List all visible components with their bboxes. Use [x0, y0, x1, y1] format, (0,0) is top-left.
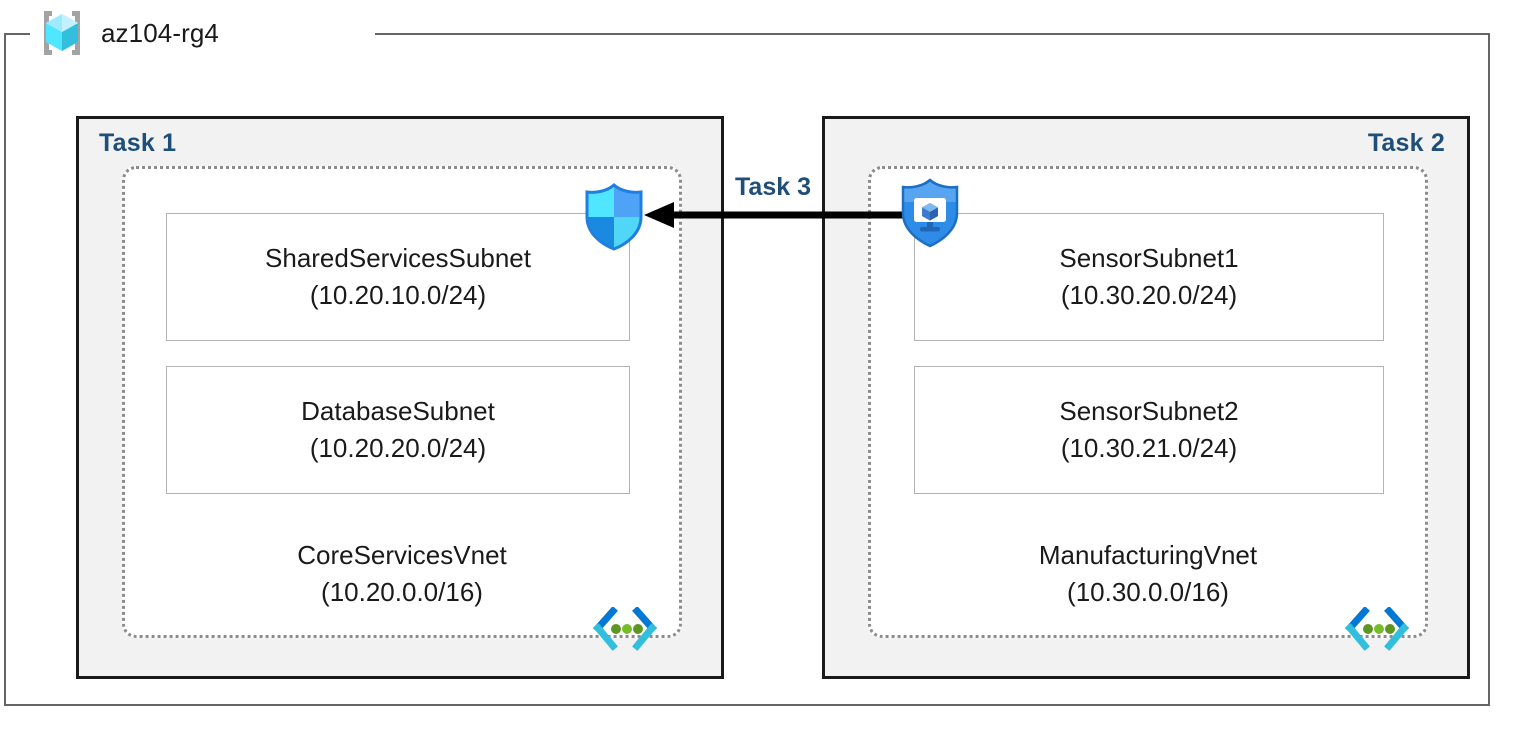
task-3-label: Task 3 — [724, 173, 822, 202]
subnet-sensor-2: SensorSubnet2 (10.30.21.0/24) — [914, 366, 1384, 494]
task-2-label: Task 2 — [1367, 129, 1445, 157]
subnet-database: DatabaseSubnet (10.20.20.0/24) — [166, 366, 630, 494]
azure-firewall-shield-icon — [584, 183, 644, 251]
subnet-sensor-1: SensorSubnet1 (10.30.20.0/24) — [914, 213, 1384, 341]
resource-group-header-gap — [30, 20, 375, 48]
virtual-network-icon — [1345, 606, 1409, 651]
vnet-core-services-name: CoreServicesVnet — [297, 540, 507, 570]
resource-group-name: az104-rg4 — [101, 17, 219, 48]
subnet-sensor-2-name: SensorSubnet2 — [1059, 396, 1239, 426]
subnet-shared-services: SharedServicesSubnet (10.20.10.0/24) — [166, 213, 630, 341]
task-1-label: Task 1 — [99, 129, 177, 157]
subnet-sensor-1-name: SensorSubnet1 — [1059, 243, 1239, 273]
subnet-shared-services-name: SharedServicesSubnet — [265, 243, 531, 273]
resource-group-header: az104-rg4 — [36, 4, 219, 62]
azure-resource-group-cube-icon — [36, 7, 88, 59]
vnet-manufacturing-cidr: (10.30.0.0/16) — [1067, 577, 1229, 607]
peering-connector-arrow — [640, 198, 915, 232]
subnet-database-name: DatabaseSubnet — [301, 396, 495, 426]
subnet-database-cidr: (10.20.20.0/24) — [309, 433, 487, 463]
vnet-manufacturing-name: ManufacturingVnet — [1038, 540, 1258, 570]
resource-group-frame — [4, 33, 1490, 706]
subnet-sensor-2-cidr: (10.30.21.0/24) — [1060, 433, 1238, 463]
virtual-network-icon — [593, 606, 657, 651]
subnet-shared-services-cidr: (10.20.10.0/24) — [309, 280, 487, 310]
azure-bastion-shield-monitor-icon — [899, 178, 961, 248]
vnet-core-services-cidr: (10.20.0.0/16) — [321, 577, 483, 607]
subnet-sensor-1-cidr: (10.30.20.0/24) — [1060, 280, 1238, 310]
